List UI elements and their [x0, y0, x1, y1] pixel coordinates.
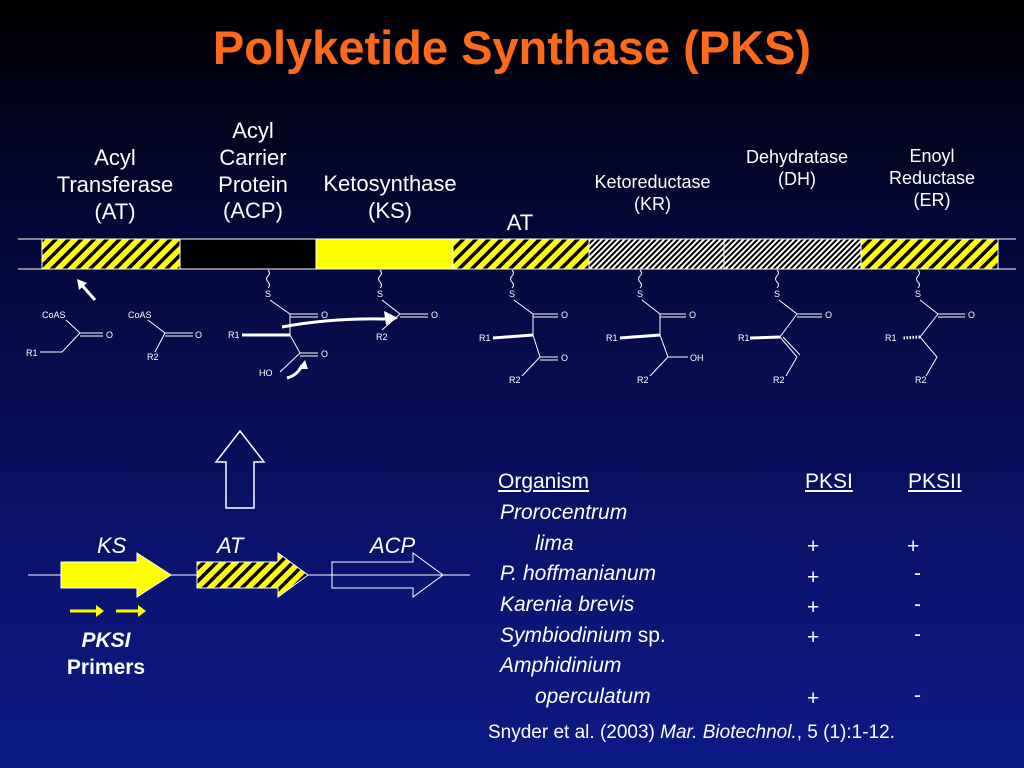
domain-block-dh [723, 238, 862, 270]
r2-label: R2 [637, 375, 649, 385]
table-header-pksii: PKSII [908, 470, 962, 493]
table-row: operculatum [535, 685, 651, 708]
gene-arrow-ks [60, 552, 172, 598]
pksii-cell: - [914, 562, 921, 585]
pksii-cell: - [914, 593, 921, 616]
primers-label: PKSI Primers [66, 629, 146, 680]
oxygen-label: O [561, 310, 568, 320]
domain-block-acp [179, 238, 317, 270]
sulfur-label: S [637, 289, 643, 299]
gene-arrow-at [196, 552, 309, 598]
domain-block-er [860, 238, 999, 270]
r1-label: R1 [606, 333, 618, 343]
oxygen-label: O [321, 310, 328, 320]
sulfur-label: S [509, 289, 515, 299]
r2-label: R2 [773, 375, 785, 385]
table-row: Symbiodinium sp. [500, 624, 666, 647]
table-row: P. hoffmanianum [500, 562, 657, 585]
sulfur-label: S [265, 289, 271, 299]
table-row: Amphidinium [500, 654, 622, 677]
oxygen-label: O [321, 349, 328, 359]
hydroxyl-label: OH [690, 353, 704, 363]
oxygen-label: O [968, 310, 975, 320]
pksii-cell: - [914, 623, 921, 646]
oxygen-label: O [195, 330, 202, 340]
r1-label: R1 [885, 333, 897, 343]
table-row: Prorocentrum [500, 501, 628, 524]
domain-label-ks: Ketosynthase(KS) [323, 171, 457, 223]
citation: Snyder et al. (2003) Mar. Biotechnol., 5… [488, 722, 895, 743]
sulfur-label: S [915, 289, 921, 299]
domain-block-ks [315, 238, 454, 270]
gene-arrow-acp [331, 552, 444, 598]
up-arrow-icon [214, 429, 266, 509]
oxygen-label: O [561, 353, 568, 363]
pksi-cell: + [807, 566, 820, 589]
gene-diagram [28, 552, 470, 617]
hydroxyl-label: HO [259, 368, 273, 378]
oxygen-label: O [825, 310, 832, 320]
gene-label-ks: KS [97, 533, 127, 558]
pksi-cell: + [807, 596, 820, 619]
pksii-cell: - [914, 684, 921, 707]
domain-block-kr [588, 238, 725, 270]
domain-block-at2 [452, 238, 590, 270]
arrow-heads [77, 279, 398, 369]
table-header-organism: Organism [498, 470, 590, 493]
gene-label-at: AT [217, 533, 244, 558]
table-header-pksi: PKSI [805, 470, 853, 493]
r2-label: R2 [509, 375, 521, 385]
pksi-cell: + [807, 535, 820, 558]
r1-label: R1 [479, 333, 491, 343]
r1-label: R1 [228, 330, 240, 340]
sulfur-label: S [377, 289, 383, 299]
table-row: lima [535, 532, 574, 555]
chemical-labels: CoAS O R1 CoAS O R2 S O R1 O HO S O R2 S… [26, 289, 975, 385]
page-title: Polyketide Synthase (PKS) [212, 21, 812, 74]
coas-label-2: CoAS [128, 310, 152, 320]
pksii-cell: + [907, 535, 920, 558]
coas-label-1: CoAS [42, 310, 66, 320]
domain-bar [18, 238, 1016, 270]
r2-label: R2 [915, 375, 927, 385]
arrow-condensation [281, 317, 386, 329]
oxygen-label: O [431, 310, 438, 320]
r2-label: R2 [376, 332, 388, 342]
pksi-cell: + [807, 687, 820, 710]
domain-label-kr: Ketoreductase(KR) [594, 172, 711, 214]
r1-label: R1 [26, 348, 38, 358]
pksi-cell: + [807, 626, 820, 649]
domain-block-at [41, 238, 181, 270]
oxygen-label: O [106, 330, 113, 340]
oxygen-label: O [689, 310, 696, 320]
sulfur-label: S [774, 289, 780, 299]
domain-label-at2: AT [506, 210, 534, 235]
r2-label: R2 [147, 352, 159, 362]
chemical-bonds [40, 269, 965, 377]
domain-label-dh: Dehydratase(DH) [745, 147, 849, 189]
gene-label-acp: ACP [370, 533, 416, 558]
r1-label: R1 [738, 333, 750, 343]
table-row: Karenia brevis [500, 593, 635, 616]
